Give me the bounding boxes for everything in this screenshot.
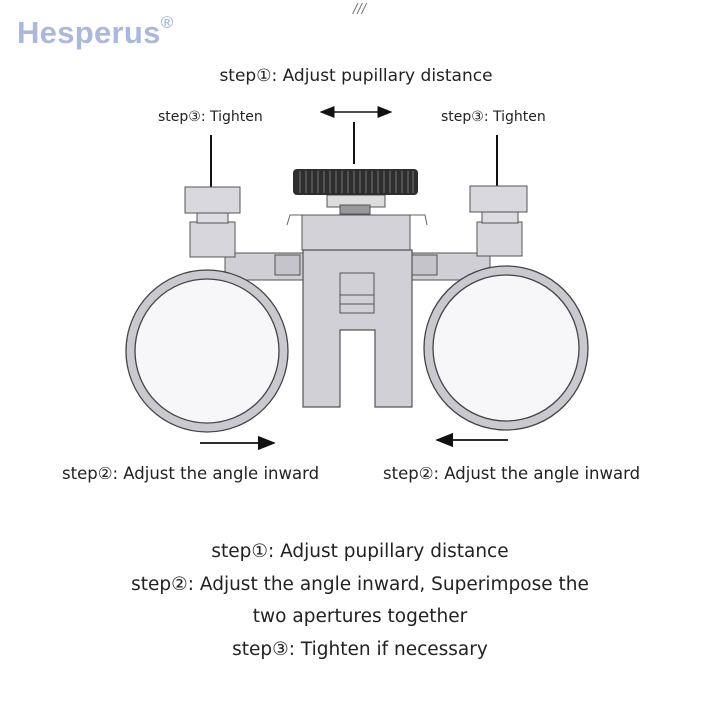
step3-left-label: step③: Tighten — [158, 109, 263, 125]
watermark-mark: /// — [353, 2, 367, 17]
instruction-line: step②: Adjust the angle inward, Superimp… — [131, 573, 589, 595]
instructions: step①: Adjust pupillary distance step②: … — [0, 536, 720, 666]
left-tighten-screw — [184, 186, 241, 258]
right-lens — [423, 265, 589, 431]
left-lens — [125, 269, 289, 433]
instruction-line: step③: Tighten if necessary — [232, 638, 488, 660]
instruction-line: step①: Adjust pupillary distance — [211, 541, 509, 562]
pupillary-knob — [293, 169, 418, 195]
step2-left-label: step②: Adjust the angle inward — [62, 464, 320, 483]
step1-label: step①: Adjust pupillary distance — [219, 66, 493, 86]
step3-right-label: step③: Tighten — [441, 109, 546, 125]
right-tighten-screw — [469, 185, 528, 257]
instruction-line: two apertures together — [252, 606, 468, 627]
step2-right-label: step②: Adjust the angle inward — [383, 464, 641, 483]
brand-logo: Hesperus® — [17, 13, 174, 50]
